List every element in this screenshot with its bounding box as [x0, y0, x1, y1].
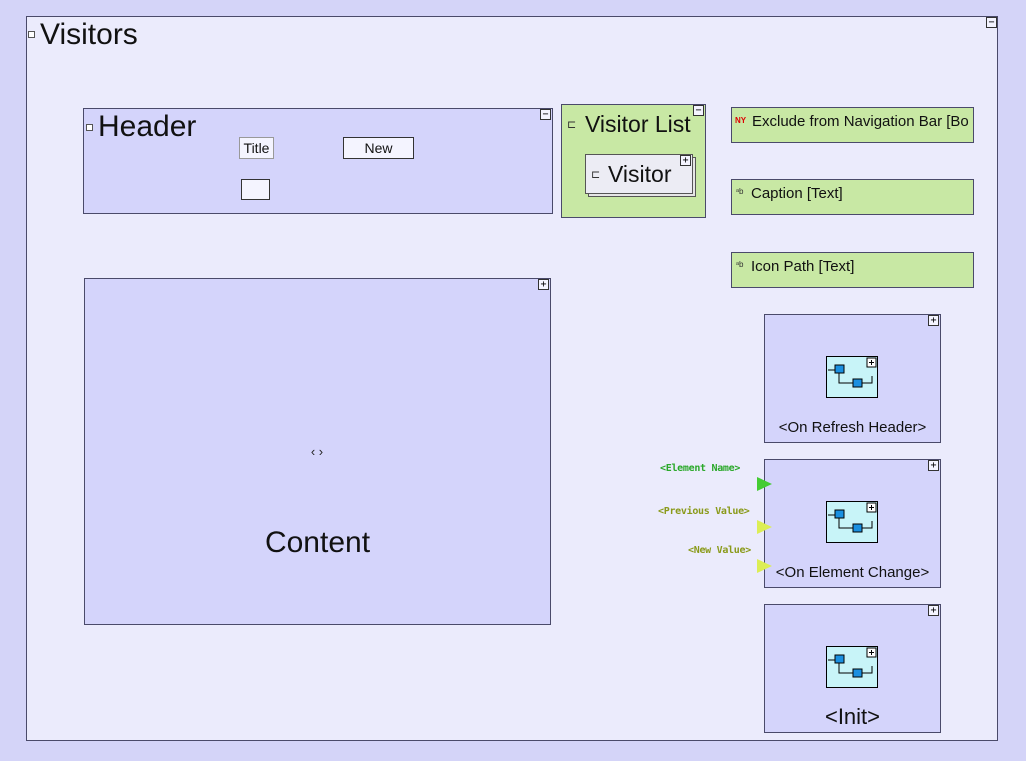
- list-icon: ⊏: [567, 119, 577, 131]
- flowchart-icon: [826, 501, 878, 543]
- action-on-refresh-header-label: <On Refresh Header>: [778, 419, 927, 436]
- param-new-value: <New Value>: [688, 545, 751, 556]
- header-panel[interactable]: [83, 108, 553, 214]
- code-brackets-icon: ‹ ›: [310, 444, 324, 459]
- action-expand-button[interactable]: +: [928, 605, 939, 616]
- visitor-card[interactable]: [585, 154, 693, 194]
- attribute-icon-path[interactable]: [731, 252, 974, 288]
- flowchart-icon: [826, 646, 878, 688]
- visitors-node-marker: [28, 31, 35, 38]
- flowchart-icon: [826, 356, 878, 398]
- header-title: Header: [98, 110, 197, 143]
- visitor-list-title: Visitor List: [585, 111, 691, 137]
- action-on-element-change-label: <On Element Change>: [775, 564, 930, 581]
- content-label: Content: [264, 526, 371, 559]
- text-icon: ᵃb: [736, 260, 744, 269]
- param-previous-value: <Previous Value>: [658, 506, 750, 517]
- visitor-card-expand-button[interactable]: +: [680, 155, 691, 166]
- visitors-collapse-button[interactable]: −: [986, 17, 997, 28]
- header-image-placeholder[interactable]: [241, 179, 270, 200]
- attribute-caption-label: Caption [Text]: [751, 185, 843, 202]
- attribute-exclude-nav[interactable]: [731, 107, 974, 143]
- visitor-list-item-icon: ⊏: [591, 169, 601, 181]
- attribute-icon-path-label: Icon Path [Text]: [751, 258, 855, 275]
- content-expand-button[interactable]: +: [538, 279, 549, 290]
- visitor-list-collapse-button[interactable]: −: [693, 105, 704, 116]
- param-previous-value-port[interactable]: [757, 520, 772, 534]
- new-button[interactable]: New: [343, 137, 414, 159]
- title-button[interactable]: Title: [239, 137, 274, 159]
- attribute-exclude-nav-label: Exclude from Navigation Bar [Bo: [752, 113, 969, 130]
- header-node-marker: [86, 124, 93, 131]
- action-expand-button[interactable]: +: [928, 460, 939, 471]
- param-new-value-port[interactable]: [757, 559, 772, 573]
- param-element-name-port[interactable]: [757, 477, 772, 491]
- header-collapse-button[interactable]: −: [540, 109, 551, 120]
- text-icon: ᵃb: [736, 187, 744, 196]
- param-element-name: <Element Name>: [660, 463, 741, 474]
- content-panel[interactable]: [84, 278, 551, 625]
- action-expand-button[interactable]: +: [928, 315, 939, 326]
- visitors-title: Visitors: [40, 18, 138, 51]
- boolean-icon: NY: [735, 116, 747, 125]
- visitor-card-title: Visitor: [608, 161, 672, 187]
- attribute-caption[interactable]: [731, 179, 974, 215]
- action-init-label: <Init>: [824, 704, 881, 729]
